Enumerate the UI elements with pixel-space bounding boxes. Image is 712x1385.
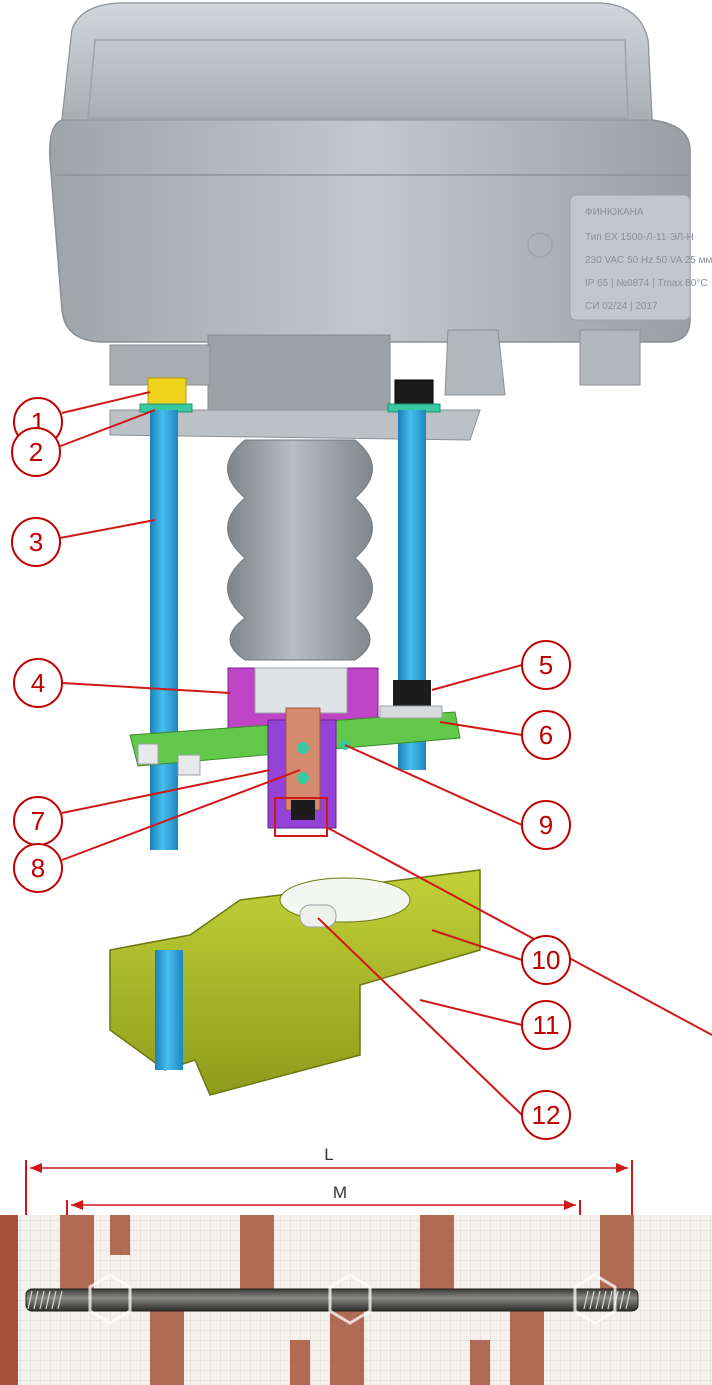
callout-bubble: 9	[521, 800, 571, 850]
callout-bubble: 12	[521, 1090, 571, 1140]
housing-label-line: Тип ЕХ 1500-Л-11-ЭЛ-Н	[585, 232, 694, 243]
callout-number: 10	[532, 945, 561, 975]
housing-label-line: СИ 02/24 | 2017	[585, 301, 658, 312]
actuator-housing: ФИНЮКАНА Тип ЕХ 1500-Л-11-ЭЛ-Н 230 VAC 5…	[49, 2, 712, 411]
bellows	[227, 439, 373, 661]
callout-number: 5	[539, 650, 553, 680]
callout-number: 6	[539, 720, 553, 750]
callout-number: 8	[31, 853, 45, 883]
lock-nut-black	[393, 680, 431, 710]
housing-brand: ФИНЮКАНА	[585, 207, 644, 218]
callout-bubble: 3	[11, 517, 61, 567]
callout-bubble: 5	[521, 640, 571, 690]
callout-bubble: 4	[13, 658, 63, 708]
detail-highlight-box	[274, 797, 328, 837]
callout-bubble: 2	[11, 427, 61, 477]
sleeve-copper	[285, 707, 321, 811]
callout-bubble: 11	[521, 1000, 571, 1050]
callout-number: 12	[532, 1100, 561, 1130]
housing-label-line: 230 VAC 50 Hz 50 VA 25 мм	[585, 255, 712, 266]
callout-number: 2	[29, 437, 43, 467]
callout-bubble: 8	[13, 843, 63, 893]
bottom-bracket	[109, 869, 481, 1096]
callout-leaders	[57, 391, 712, 1116]
callout-number: 3	[29, 527, 43, 557]
callout-number: 4	[31, 668, 45, 698]
coupling-assembly	[129, 667, 461, 837]
callout-number: 7	[31, 806, 45, 836]
callout-number: 11	[533, 1010, 560, 1040]
dimension-label-overall: L	[324, 1145, 333, 1164]
mount-plate	[109, 377, 481, 441]
housing-label-line: IP 65 | №0874 | Тmax 80°C	[585, 278, 708, 289]
measured-rod-photo-icon	[0, 1215, 712, 1385]
guide-rod-left	[150, 410, 178, 850]
pin-white	[299, 904, 337, 928]
callout-bubble: 6	[521, 710, 571, 760]
callout-bubble: 10	[521, 935, 571, 985]
dimension-label-thread: M	[333, 1183, 347, 1202]
callout-bubble: 7	[13, 796, 63, 846]
callout-number: 9	[539, 810, 553, 840]
